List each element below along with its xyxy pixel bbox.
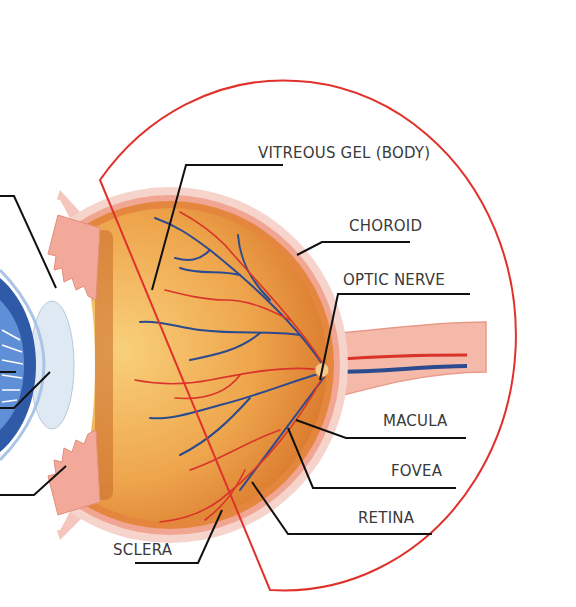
cornea [0, 270, 44, 460]
part-label: OPTIC NERVE [343, 271, 445, 289]
zoom-outline [100, 80, 516, 590]
part-label: VITREOUS GEL (BODY) [258, 144, 430, 162]
part-label: RETINA [358, 509, 414, 527]
part-label: SCLERA [113, 541, 172, 559]
choroid [0, 195, 340, 535]
ciliary-body [48, 430, 100, 515]
part-label: MACULA [383, 412, 448, 430]
sclera [0, 187, 348, 543]
vitreous-body [13, 208, 327, 522]
retinal-arteries [135, 212, 322, 522]
lens [30, 301, 74, 429]
leader-lines [0, 165, 470, 563]
iris [0, 278, 36, 452]
part-label: FOVEA [391, 462, 442, 480]
artery [330, 355, 467, 360]
iris-fibres [2, 330, 23, 402]
vein [330, 366, 467, 372]
part-label: CHOROID [349, 217, 422, 235]
retina [6, 201, 334, 529]
iris [0, 300, 24, 430]
